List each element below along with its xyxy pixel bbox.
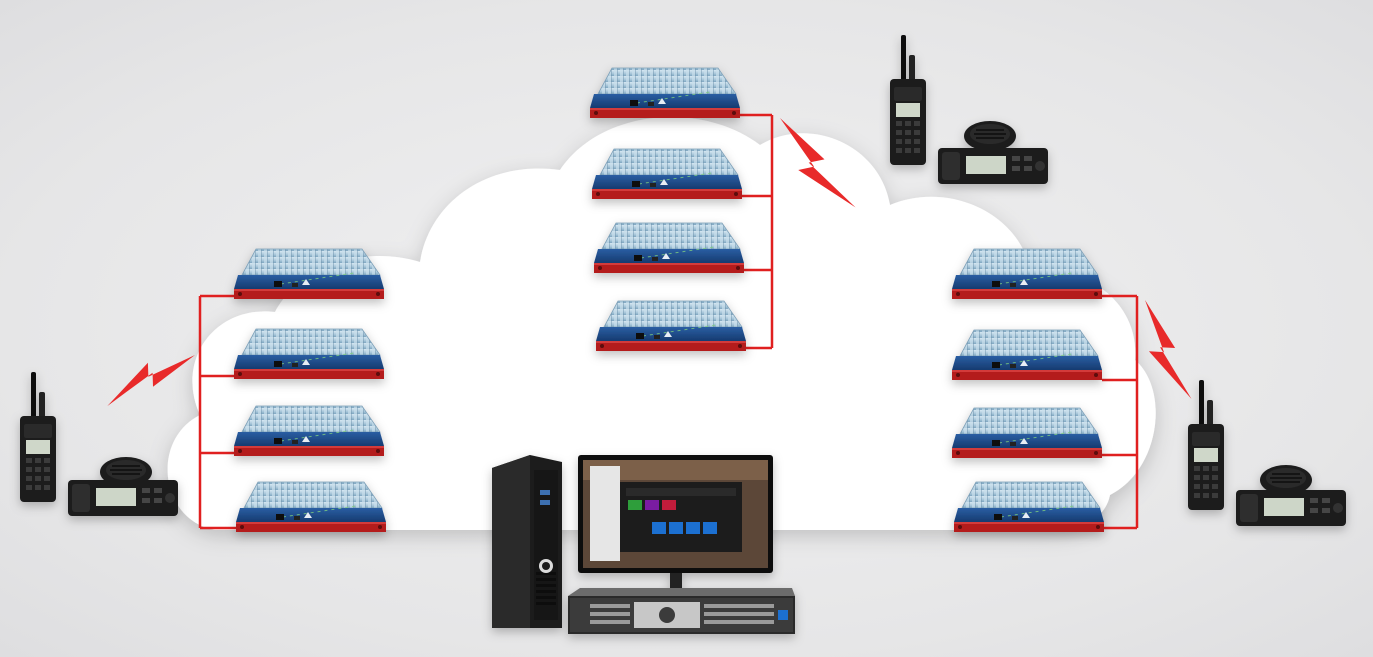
gateway-device [233,405,385,457]
screen-tile [662,500,676,510]
gateway-device [589,67,741,119]
screen-tile [703,522,717,534]
gateway-device [953,481,1105,533]
gateway-device [951,407,1103,459]
microphone-icon [99,456,153,488]
network-links [198,113,1139,530]
screen-tile [652,522,666,534]
mobile-radio-icon [938,148,1048,184]
handheld-radio-icon [890,35,926,165]
gateway-device [593,222,745,274]
mobile-radio-icon [1236,490,1346,526]
gateway-device [235,481,387,533]
radio-set-left [20,372,178,516]
screen-tile [628,500,642,510]
rack-server-icon [568,588,795,634]
mini-pc-icon [492,455,562,628]
screen-tile [645,500,659,510]
microphone-icon [1259,464,1313,496]
screen-tile [686,522,700,534]
gateway-device [951,248,1103,300]
gateway-device [591,148,743,200]
handheld-radio-icon [20,372,56,502]
radio-set-right [1188,380,1346,526]
gateway-device [233,328,385,380]
gateway-device [233,248,385,300]
screen-tile [669,522,683,534]
dispatch-console [492,455,795,634]
handheld-radio-icon [1188,380,1224,510]
monitor-icon [578,455,773,594]
gateway-device [595,300,747,352]
microphone-icon [963,120,1017,152]
radio-set-top [890,35,1048,184]
gateway-device [951,329,1103,381]
wireless-link-icon [107,332,195,429]
